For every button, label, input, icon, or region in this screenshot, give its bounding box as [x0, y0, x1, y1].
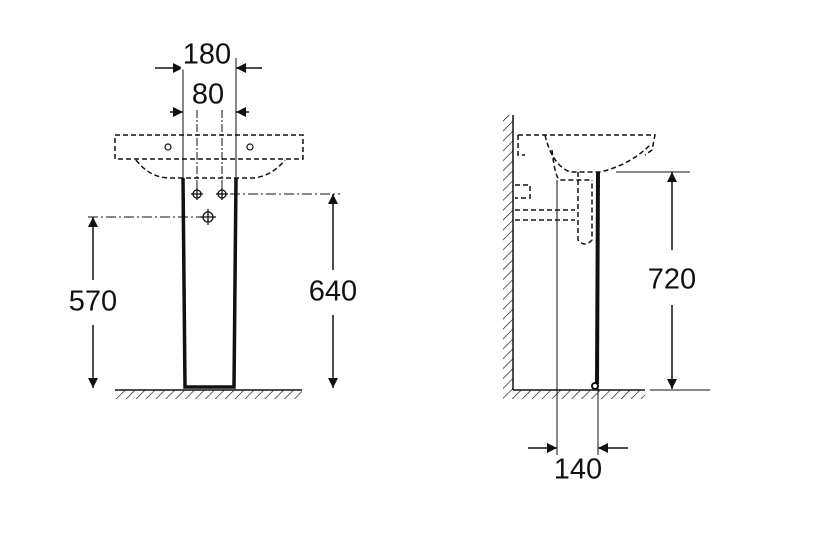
front-view — [88, 58, 340, 399]
pipe-hole-icons — [191, 188, 228, 225]
dim-label-720: 720 — [645, 263, 699, 296]
dim-label-640: 640 — [306, 275, 360, 308]
basin-outline — [515, 134, 656, 245]
tap-hole-icons — [164, 143, 254, 151]
floor-hatch — [115, 390, 302, 399]
floor-hatch — [503, 390, 645, 399]
dim-label-140: 140 — [551, 453, 605, 486]
pedestal — [595, 171, 600, 385]
fixing-bolt-icon — [591, 382, 599, 390]
side-view — [503, 115, 710, 455]
dim-label-180: 180 — [180, 38, 234, 71]
pedestal — [181, 177, 238, 389]
dim-label-80: 80 — [189, 78, 227, 111]
dim-label-570: 570 — [66, 285, 120, 318]
wall-hatch — [503, 115, 513, 390]
basin-outline — [114, 134, 304, 179]
